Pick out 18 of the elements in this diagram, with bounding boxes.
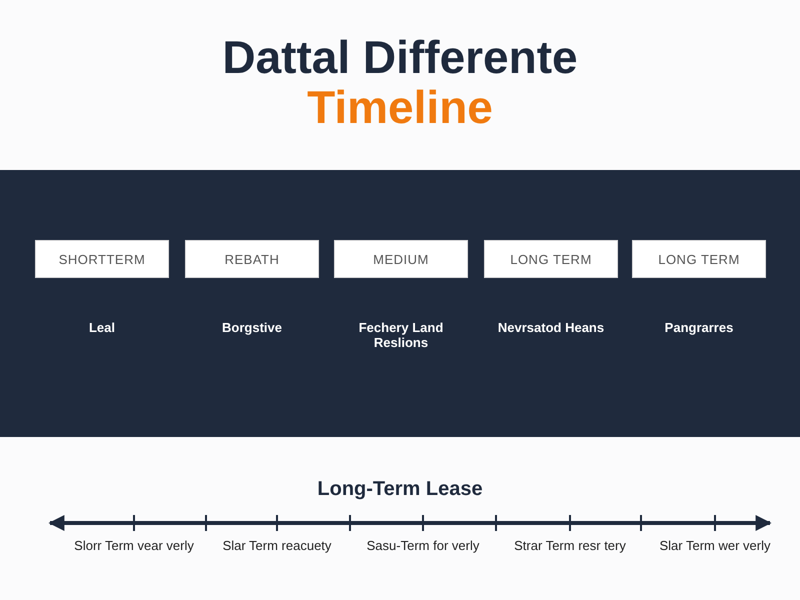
term-card: LONG TERM xyxy=(484,240,618,278)
term-card: MEDIUM xyxy=(334,240,468,278)
term-card: LONG TERM xyxy=(632,240,766,278)
timeline-label: Sasu-Term for verly xyxy=(366,538,480,554)
timeline-heading: Long-Term Lease xyxy=(316,478,484,501)
timeline-label: Slar Term wer verly xyxy=(658,538,772,554)
term-description: Borgstive xyxy=(221,320,283,335)
timeline-label: Slar Term reacuety xyxy=(222,538,332,554)
term-description: Leal xyxy=(88,320,116,335)
term-description: Nevrsatod Heans xyxy=(496,320,606,335)
timeline-label: Strar Term resr tery xyxy=(513,538,627,554)
subtitle: Timeline xyxy=(306,82,494,132)
term-card: REBATH xyxy=(185,240,319,278)
term-card: SHORTTERM xyxy=(35,240,169,278)
title: Dattal Differente xyxy=(221,32,579,82)
term-description: Fechery Land Reslions xyxy=(358,320,444,350)
timeline-label: Slorr Term vear verly xyxy=(74,538,194,554)
term-description: Pangrarres xyxy=(664,320,734,335)
